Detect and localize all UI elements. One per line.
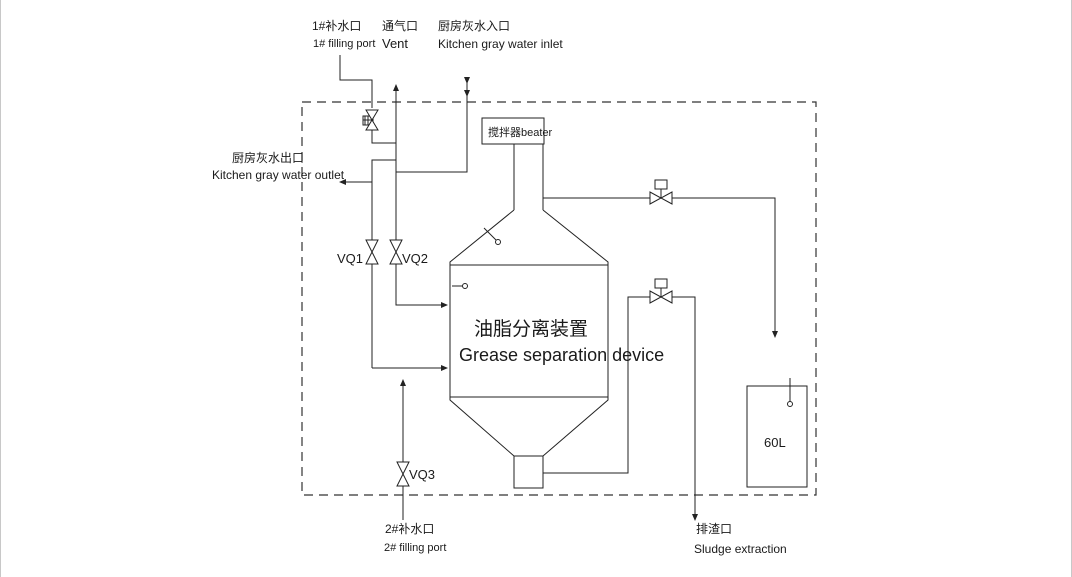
- solenoid-valve-right-top: [649, 179, 673, 205]
- solenoid-valve-top: [362, 109, 379, 131]
- gray-inlet-pipe: [396, 77, 470, 173]
- device-cn-label: 油脂分离装置: [474, 318, 588, 340]
- vent-en-label: Vent: [382, 36, 408, 51]
- filling-port-1-pipe: [339, 55, 373, 108]
- gray-outlet-en-label: Kitchen gray water outlet: [212, 168, 345, 182]
- vq2-label: VQ2: [402, 251, 428, 266]
- sludge-cn-label: 排渣口: [696, 522, 732, 536]
- solenoid-valve-right-bottom: [649, 278, 673, 304]
- vq3-label: VQ3: [409, 467, 435, 482]
- gray-inlet-cn-label: 厨房灰水入口: [438, 18, 510, 33]
- tank-60l: [746, 378, 808, 488]
- device-en-label: Grease separation device: [459, 345, 664, 365]
- gray-inlet-en-label: Kitchen gray water inlet: [438, 37, 563, 51]
- separation-vessel: [449, 117, 609, 489]
- sludge-pipe: [543, 296, 650, 474]
- filling-port-1-cn-label: 1#补水口: [312, 19, 361, 33]
- vq1-label: VQ1: [337, 251, 363, 266]
- equipment-boundary: [301, 101, 817, 496]
- beater-label: 搅拌器beater: [488, 125, 553, 139]
- tank-label: 60L: [764, 435, 786, 450]
- gray-outlet-cn-label: 厨房灰水出口: [232, 150, 304, 165]
- filling-port-2-cn-label: 2#补水口: [385, 522, 434, 536]
- filling-port-2-en-label: 2# filling port: [384, 542, 446, 554]
- vent-cn-label: 通气口: [382, 18, 418, 33]
- sludge-en-label: Sludge extraction: [694, 542, 787, 556]
- filling-port-1-en-label: 1# filling port: [313, 38, 375, 50]
